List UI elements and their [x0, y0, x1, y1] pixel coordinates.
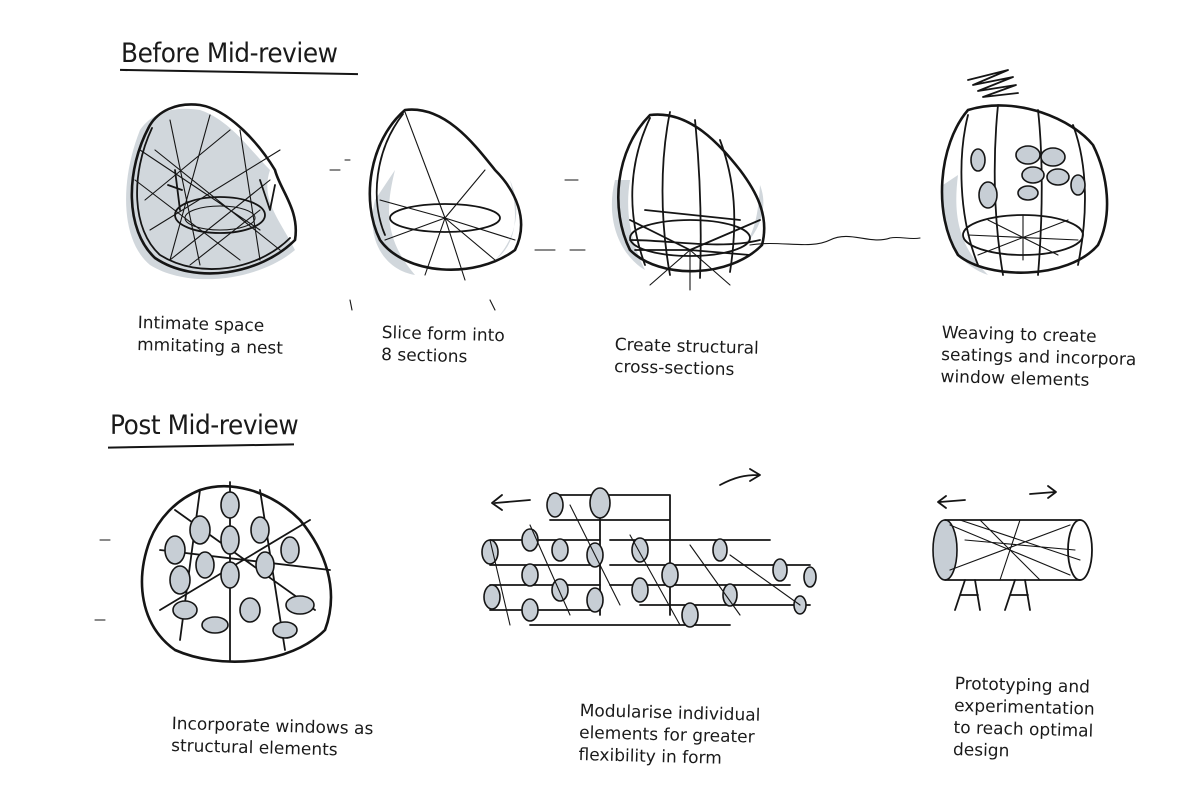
arrow-left-icon — [492, 495, 530, 510]
connector-line — [330, 160, 930, 280]
sketch-weave — [928, 65, 1118, 305]
caption-windows: Incorporate windows as structural elemen… — [171, 713, 374, 762]
caption-modular: Modularise individual elements for great… — [578, 700, 760, 771]
sketch-windows-structure — [120, 460, 350, 670]
sketch-prototype — [920, 480, 1120, 630]
sketch-nest — [110, 90, 310, 300]
caption-nest: Intimate space mmitating a nest — [137, 312, 284, 360]
heading-before-underline — [120, 69, 358, 75]
caption-weave: Weaving to create seatings and incorpora… — [940, 322, 1137, 393]
arrow-right-icon — [720, 469, 760, 485]
sketch-modular — [470, 465, 840, 645]
heading-before-mid-review: Before Mid-review — [121, 38, 338, 69]
caption-slice: Slice form into 8 sections — [381, 322, 505, 369]
heading-post-mid-review: Post Mid-review — [110, 410, 298, 441]
arrow-right-icon-2 — [1030, 486, 1056, 498]
spring-icon — [968, 70, 1018, 97]
caption-prototype: Prototyping and experimentation to reach… — [953, 673, 1096, 765]
caption-structure: Create structural cross-sections — [614, 334, 759, 382]
arrow-left-icon-2 — [938, 496, 965, 508]
heading-post-underline — [108, 443, 294, 448]
